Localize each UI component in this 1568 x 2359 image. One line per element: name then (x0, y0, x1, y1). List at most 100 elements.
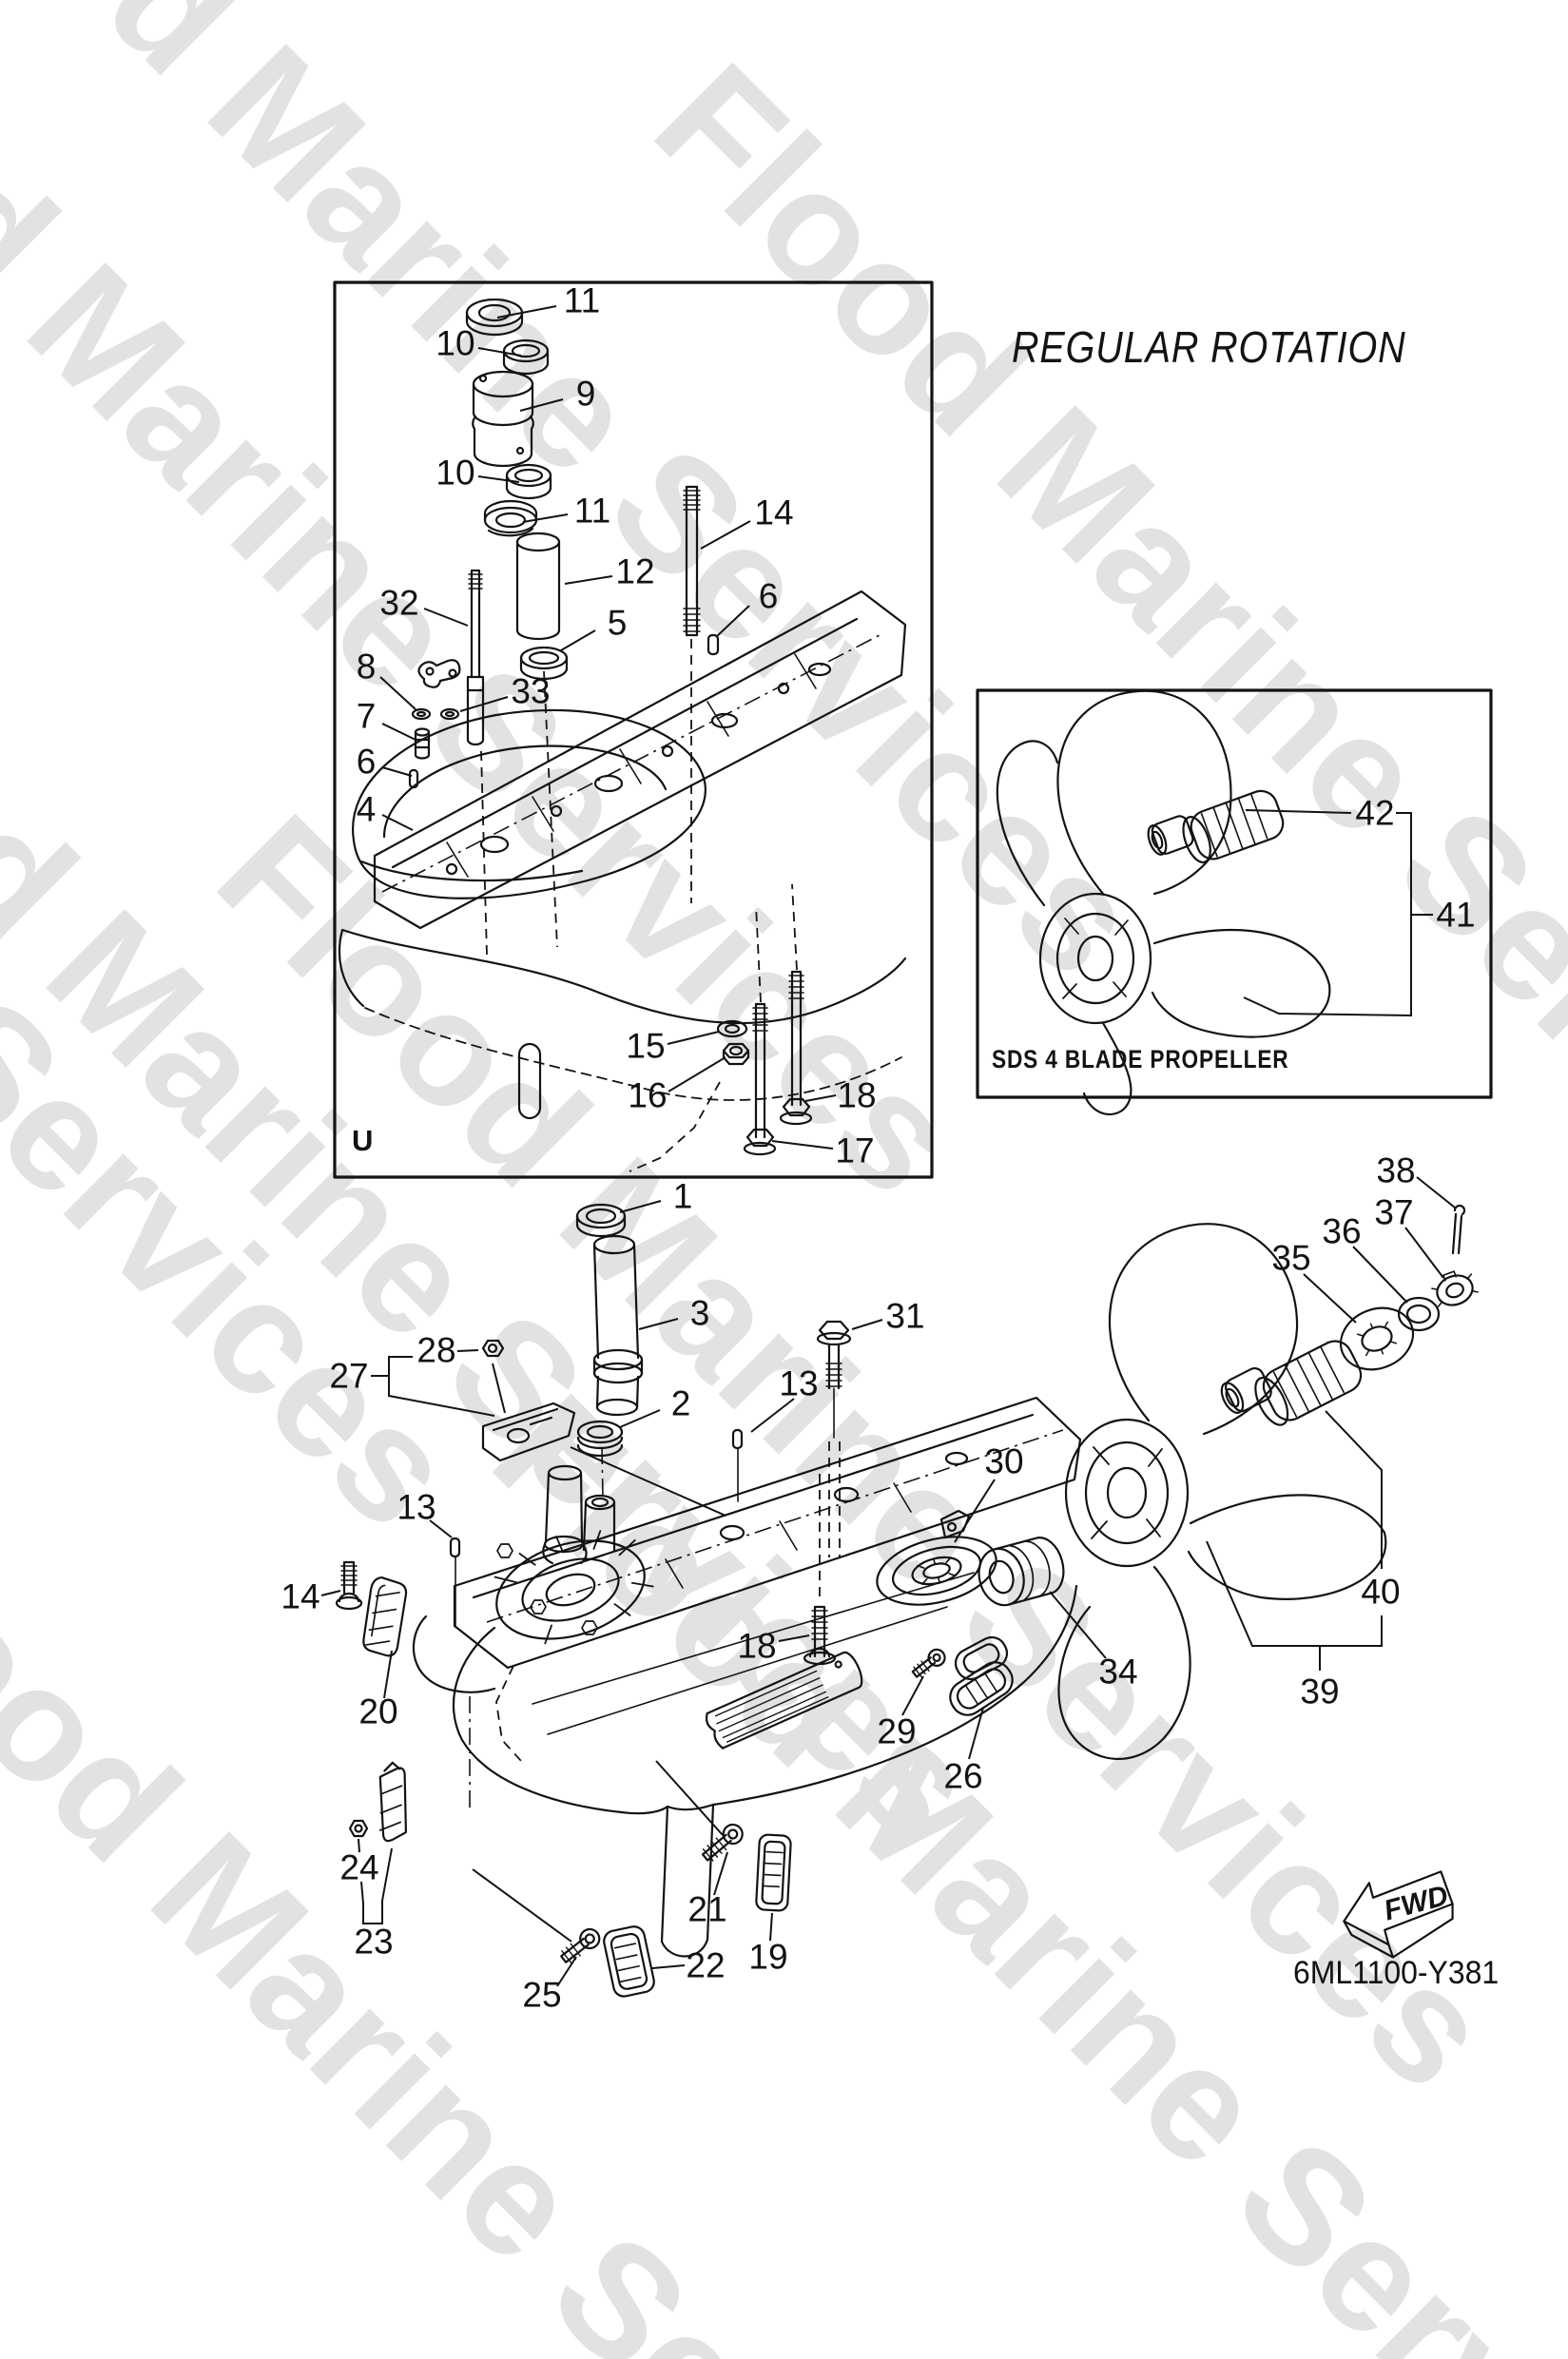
fwd-arrow: FWD (1343, 1870, 1454, 1959)
cover-19-drawing (755, 1833, 792, 1912)
callout-40: 40 (1361, 1572, 1401, 1612)
callout-27: 27 (329, 1356, 369, 1396)
leader-line-24 (358, 1838, 360, 1853)
upper-inset-box (333, 280, 934, 1179)
leader-line-1 (619, 1200, 662, 1213)
clip-30-drawing (939, 1509, 971, 1539)
leader-line-11 (496, 305, 557, 319)
drawing-code: 6ML1100-Y381 (1293, 1955, 1500, 1991)
bracket-line (492, 1363, 506, 1414)
callout-13: 13 (779, 1363, 819, 1403)
pin-6-right-drawing (707, 633, 720, 656)
stud-14-drawing (683, 485, 701, 637)
leader-line-2 (619, 1409, 661, 1428)
driveshaft-holder-drawing (542, 1464, 588, 1565)
leader-line-42 (1245, 809, 1352, 814)
leader-line-6 (381, 766, 413, 777)
page-title: REGULAR ROTATION (1012, 322, 1406, 372)
bracket-line (388, 1356, 495, 1417)
callout-33: 33 (511, 671, 551, 711)
callout-11: 11 (563, 280, 601, 320)
bushing-1-drawing (575, 1203, 627, 1238)
callout-35: 35 (1271, 1238, 1311, 1278)
leader-line-7 (381, 723, 416, 741)
leader-line-3 (638, 1318, 679, 1330)
anode-20-drawing (362, 1576, 408, 1657)
leader-line-11 (522, 513, 569, 523)
screw-25-drawing (560, 1927, 601, 1964)
leader-line-4 (381, 814, 414, 831)
leader-line-13 (750, 1398, 795, 1433)
leader-line-layer (320, 305, 1456, 1987)
nut-28-drawing (481, 1339, 505, 1358)
leader-line-13 (429, 1519, 453, 1538)
leader-line-15 (667, 1031, 720, 1045)
water-tube-3-drawing (592, 1234, 644, 1417)
callout-6: 6 (758, 576, 779, 616)
leader-line-10 (477, 475, 520, 483)
shift-rod-32-drawing (466, 569, 485, 746)
seal-housing-34-drawing (978, 1537, 1065, 1607)
callout-15: 15 (626, 1026, 666, 1066)
sleeve-9-drawing (472, 370, 534, 468)
screw-29-drawing (911, 1648, 946, 1678)
propeller-inset-box (976, 688, 1493, 1099)
callout-41: 41 (1436, 895, 1476, 935)
leader-line-35 (1303, 1273, 1357, 1324)
gearcase-deck-lower-drawing (453, 1396, 1082, 1670)
ring-10-bottom-drawing (505, 463, 552, 500)
callout-31: 31 (885, 1296, 925, 1336)
leader-line-18 (778, 1634, 810, 1642)
center-line (486, 1429, 1064, 1623)
bracket-line (1325, 1410, 1383, 1569)
leader-line-18 (804, 1094, 837, 1102)
callout-3: 3 (689, 1293, 710, 1333)
nut-24-drawing (348, 1819, 369, 1838)
hidden-line (791, 883, 798, 971)
screw-21-drawing (701, 1823, 744, 1862)
leader-line-14 (320, 1590, 341, 1596)
thrust-hub-40-drawing (1254, 1340, 1363, 1426)
leader-line-33 (459, 696, 509, 712)
washer-plate-30-drawing (876, 1536, 997, 1606)
callout-10: 10 (436, 323, 475, 363)
bearing-carrier-4-drawing (351, 708, 707, 899)
leader-line-5 (560, 629, 596, 651)
gearcase-torpedo-drawing (412, 1572, 1078, 1958)
callout-24: 24 (339, 1847, 379, 1887)
callout-26: 26 (943, 1756, 983, 1796)
hidden-line (629, 1081, 721, 1172)
leader-line-10 (477, 347, 522, 357)
callout-28: 28 (416, 1330, 456, 1370)
callout-19: 19 (748, 1937, 788, 1977)
callout-18: 18 (837, 1075, 877, 1115)
leader-line-16 (668, 1056, 726, 1092)
propeller-39-drawing (1057, 1223, 1387, 1760)
prop-shaft-drawing (705, 1651, 863, 1750)
leader-line-34 (1049, 1591, 1107, 1659)
washer-15-drawing (716, 1019, 748, 1038)
tube-12-drawing (515, 532, 561, 641)
callout-5: 5 (607, 603, 628, 643)
leader-line-26 (968, 1707, 984, 1760)
leader-line-19 (769, 1912, 773, 1942)
gearcase-body-upper-inset-drawing (338, 928, 907, 1120)
bolt-17-drawing (743, 1002, 777, 1156)
hidden-line (755, 904, 762, 1003)
callout-36: 36 (1322, 1211, 1362, 1251)
callout-7: 7 (356, 696, 377, 736)
leader-line-17 (771, 1140, 834, 1150)
leader-line-8 (379, 676, 416, 710)
leader-line-29 (901, 1675, 924, 1716)
leader-line-37 (1404, 1227, 1444, 1279)
callout-18: 18 (737, 1626, 777, 1666)
prop-nut-37-drawing (1431, 1270, 1479, 1307)
callout-16: 16 (628, 1075, 668, 1115)
nut-16-drawing (722, 1042, 750, 1066)
callout-32: 32 (379, 583, 419, 623)
leader-line-31 (851, 1319, 883, 1330)
hidden-line (495, 1665, 522, 1762)
leader-line-25 (556, 1956, 577, 1987)
